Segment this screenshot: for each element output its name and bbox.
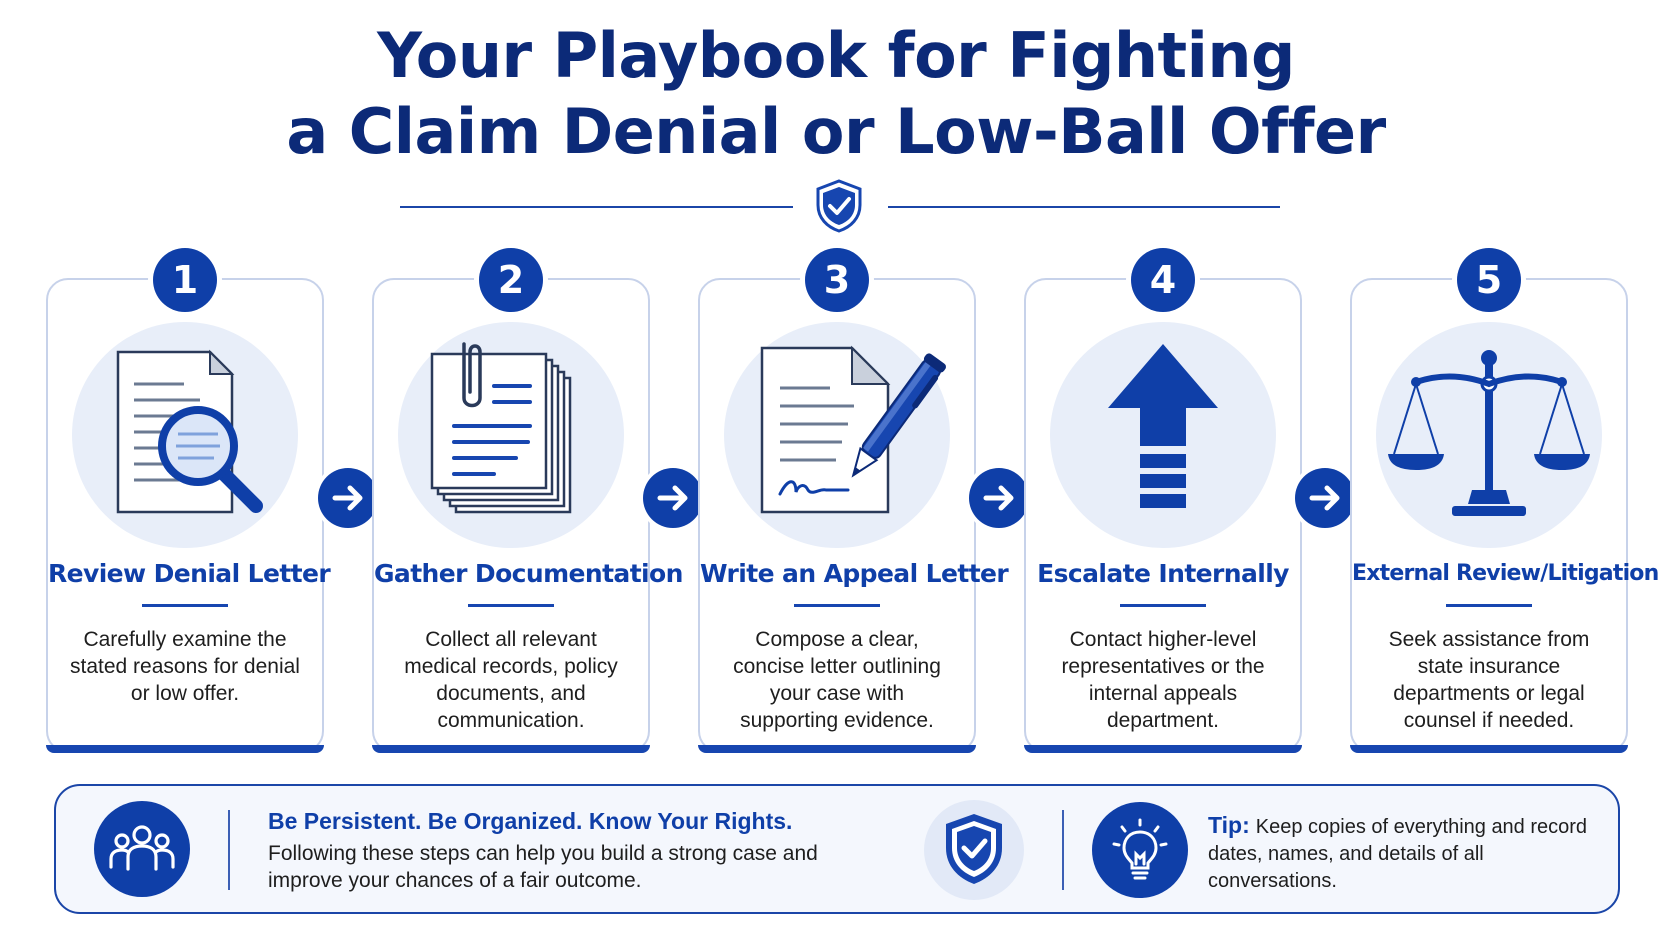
step-card-4: 4 Escalate Internally Contact higher-lev… (1024, 248, 1302, 753)
step-underline-4 (1120, 604, 1206, 607)
step-bottom-bar-4 (1024, 745, 1302, 753)
step-card-3: 3 Write an Appeal Letter Comp (698, 248, 1009, 753)
arrow-connector-2 (643, 468, 703, 528)
arrow-connector-1 (318, 468, 378, 528)
step-description-2: Collect all relevant medical records, po… (404, 628, 618, 732)
page-title: Your Playbook for Fighting a Claim Denia… (0, 18, 1672, 170)
footer-shield-badge (924, 800, 1024, 900)
step-illustration-5 (1376, 322, 1602, 548)
arrow-right-icon (657, 485, 688, 511)
step-description-5: Seek assistance from state insurance dep… (1388, 628, 1590, 732)
step-card-1: 1 Review Denial Letter Carefull (46, 248, 331, 753)
step-underline-3 (794, 604, 880, 607)
arrow-connector-3 (969, 468, 1029, 528)
step-description-4: Contact higher-level representatives or … (1061, 628, 1265, 732)
footer-divider-1 (228, 810, 230, 890)
step-number-2: 2 (479, 248, 543, 312)
arrow-right-icon (1309, 485, 1340, 511)
step-underline-2 (468, 604, 554, 607)
scales-of-justice-icon (1388, 350, 1590, 516)
footer-tip: Tip:Keep copies of everything and record… (1208, 812, 1608, 895)
document-magnifier-icon (116, 349, 263, 514)
footer-divider-2 (1062, 810, 1064, 890)
tip-text: Keep copies of everything and record dat… (1208, 816, 1588, 892)
tip-label: Tip: (1208, 812, 1250, 838)
title-line-1: Your Playbook for Fighting (377, 19, 1295, 92)
people-group-icon (109, 825, 175, 871)
step-illustration-2 (398, 322, 624, 548)
shield-check-icon (816, 179, 862, 233)
step-card-2: 2 Gather Documentation Collect all relev… (372, 248, 683, 753)
step-number-5: 5 (1457, 248, 1521, 312)
step-number-1: 1 (153, 248, 217, 312)
footer-banner: Be Persistent. Be Organized. Know Your R… (54, 784, 1620, 914)
title-divider-left (400, 206, 793, 208)
shield-check-icon (946, 814, 1002, 884)
step-illustration-3 (724, 322, 950, 548)
step-bottom-bar-2 (372, 745, 650, 753)
step-title-4: Escalate Internally (1037, 559, 1289, 588)
step-title-5: External Review/Litigation (1352, 561, 1659, 586)
lightbulb-icon (1112, 818, 1168, 880)
step-underline-5 (1446, 604, 1532, 607)
arrow-right-icon (983, 485, 1014, 511)
step-card-5: 5 External Review/Litigation Seek ass (1350, 248, 1659, 753)
title-divider-right (888, 206, 1280, 208)
step-illustration-1 (72, 322, 298, 548)
document-pen-icon (760, 345, 946, 514)
arrow-right-icon (332, 485, 363, 511)
paperclip-documents-icon (430, 342, 572, 514)
up-arrow-icon (1108, 344, 1218, 508)
step-underline-1 (142, 604, 228, 607)
step-bottom-bar-3 (698, 745, 976, 753)
title-line-2: a Claim Denial or Low-Ball Offer (286, 95, 1386, 168)
footer-heading: Be Persistent. Be Organized. Know Your R… (268, 808, 793, 834)
step-title-3: Write an Appeal Letter (700, 559, 1009, 588)
step-description-1: Carefully examine the stated reasons for… (70, 628, 300, 705)
step-illustration-4 (1050, 322, 1276, 548)
people-group-badge (94, 801, 190, 897)
step-title-2: Gather Documentation (374, 559, 683, 588)
footer-body: Following these steps can help you build… (268, 842, 818, 892)
lightbulb-badge (1092, 802, 1188, 898)
step-number-3: 3 (805, 248, 869, 312)
step-number-4: 4 (1131, 248, 1195, 312)
step-bottom-bar-1 (46, 745, 324, 753)
step-description-3: Compose a clear, concise letter outlinin… (733, 628, 941, 732)
step-bottom-bar-5 (1350, 745, 1628, 753)
arrow-connector-4 (1295, 468, 1355, 528)
step-title-1: Review Denial Letter (48, 559, 331, 588)
